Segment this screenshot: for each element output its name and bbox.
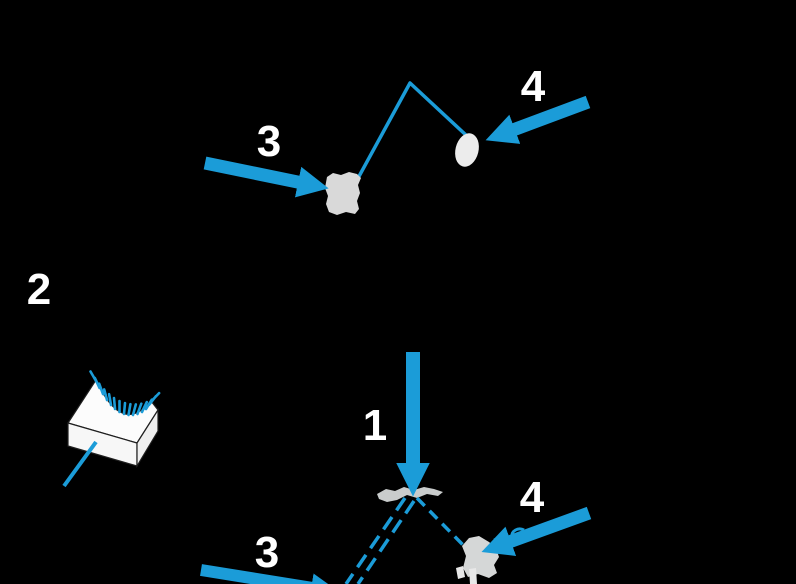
detector-spot-lower xyxy=(462,536,499,578)
transmitted-beam-dashed-right xyxy=(356,500,416,584)
spot-fragments xyxy=(456,566,477,584)
arrow-3-lower xyxy=(200,564,340,584)
diffracted-beam-dashed xyxy=(415,496,466,548)
dash-fragment xyxy=(493,535,506,542)
arrow-3-upper xyxy=(203,156,329,198)
transmitted-beam-dashed-left xyxy=(344,497,407,584)
arrow-4-upper xyxy=(485,95,591,144)
arrow-4-lower xyxy=(481,506,592,557)
label-3-lower: 3 xyxy=(254,528,280,577)
crystal-block-right-face xyxy=(136,407,159,469)
label-4-lower: 4 xyxy=(519,473,545,522)
label-1: 1 xyxy=(362,401,388,450)
label-3-upper: 3 xyxy=(256,117,282,166)
crystal-leader-line xyxy=(62,440,98,488)
curvature-hatching xyxy=(89,370,161,417)
source-spot-upper xyxy=(325,172,361,215)
beam-path-upper xyxy=(355,81,469,181)
detector-spot-upper xyxy=(455,133,479,167)
sample-foil xyxy=(377,487,443,502)
label-4-upper: 4 xyxy=(520,62,546,111)
label-2: 2 xyxy=(26,265,52,314)
